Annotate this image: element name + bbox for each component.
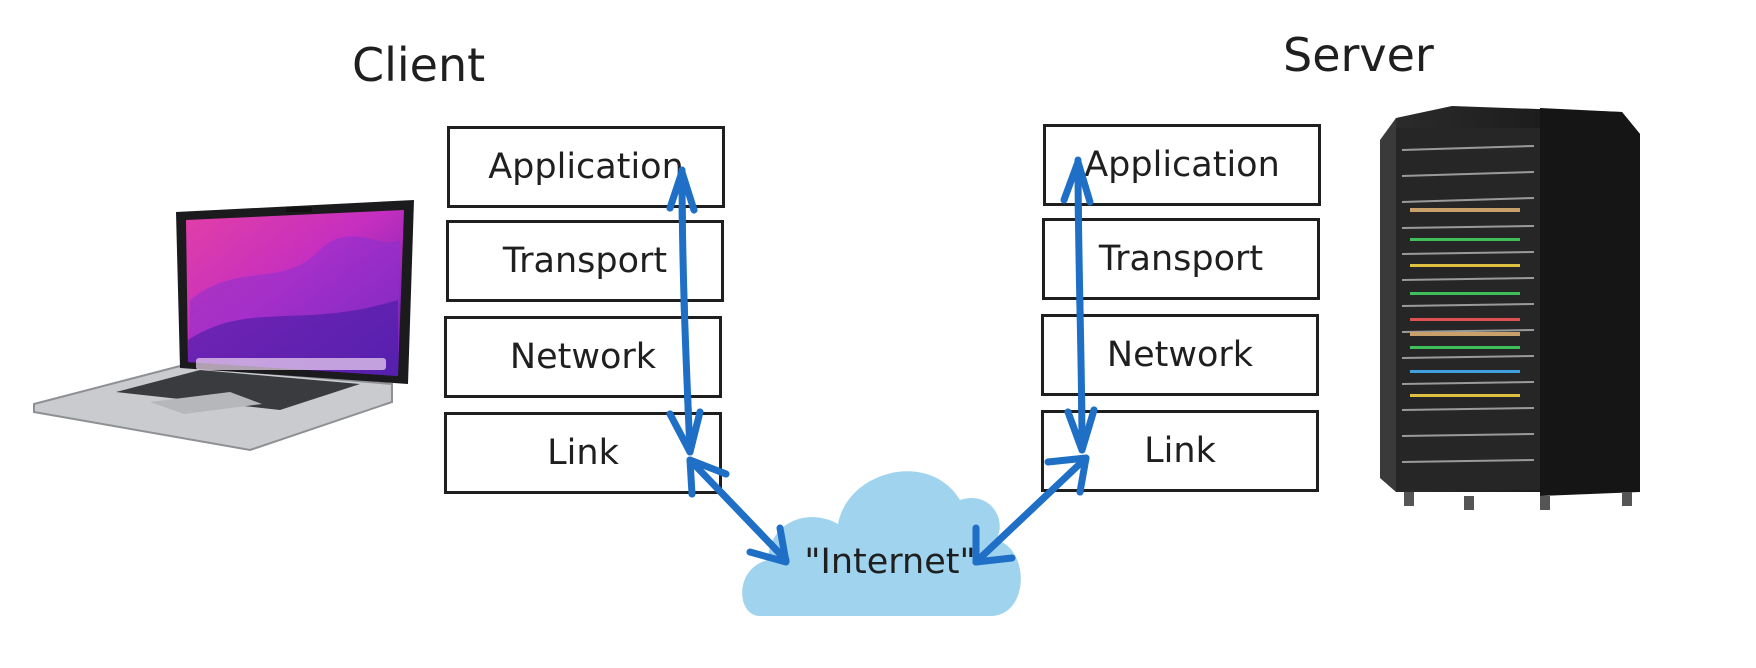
client-layer-network: Network — [444, 316, 722, 398]
layer-label: Network — [509, 337, 657, 377]
internet-cloud — [742, 471, 1021, 616]
layer-label: Application — [488, 147, 684, 187]
server-layer-transport: Transport — [1042, 218, 1320, 300]
server-layer-application: Application — [1043, 124, 1321, 206]
layer-label: Network — [1106, 335, 1254, 375]
server-layer-network: Network — [1041, 314, 1319, 396]
server-title: Server — [1283, 28, 1434, 82]
client-layer-transport: Transport — [446, 220, 724, 302]
server-layer-link: Link — [1041, 410, 1319, 492]
layer-label: Transport — [502, 241, 668, 281]
client-layer-link: Link — [444, 412, 722, 494]
layer-label: Link — [547, 433, 619, 473]
layer-label: Application — [1084, 145, 1280, 185]
layer-label: Transport — [1098, 239, 1264, 279]
client-title: Client — [352, 38, 486, 92]
laptop-illustration — [33, 200, 414, 452]
client-layer-application: Application — [447, 126, 725, 208]
client-stack-arrow — [678, 166, 694, 456]
server-rack-illustration — [1380, 106, 1640, 510]
layer-label: Link — [1144, 431, 1216, 471]
internet-label: "Internet" — [804, 542, 976, 582]
